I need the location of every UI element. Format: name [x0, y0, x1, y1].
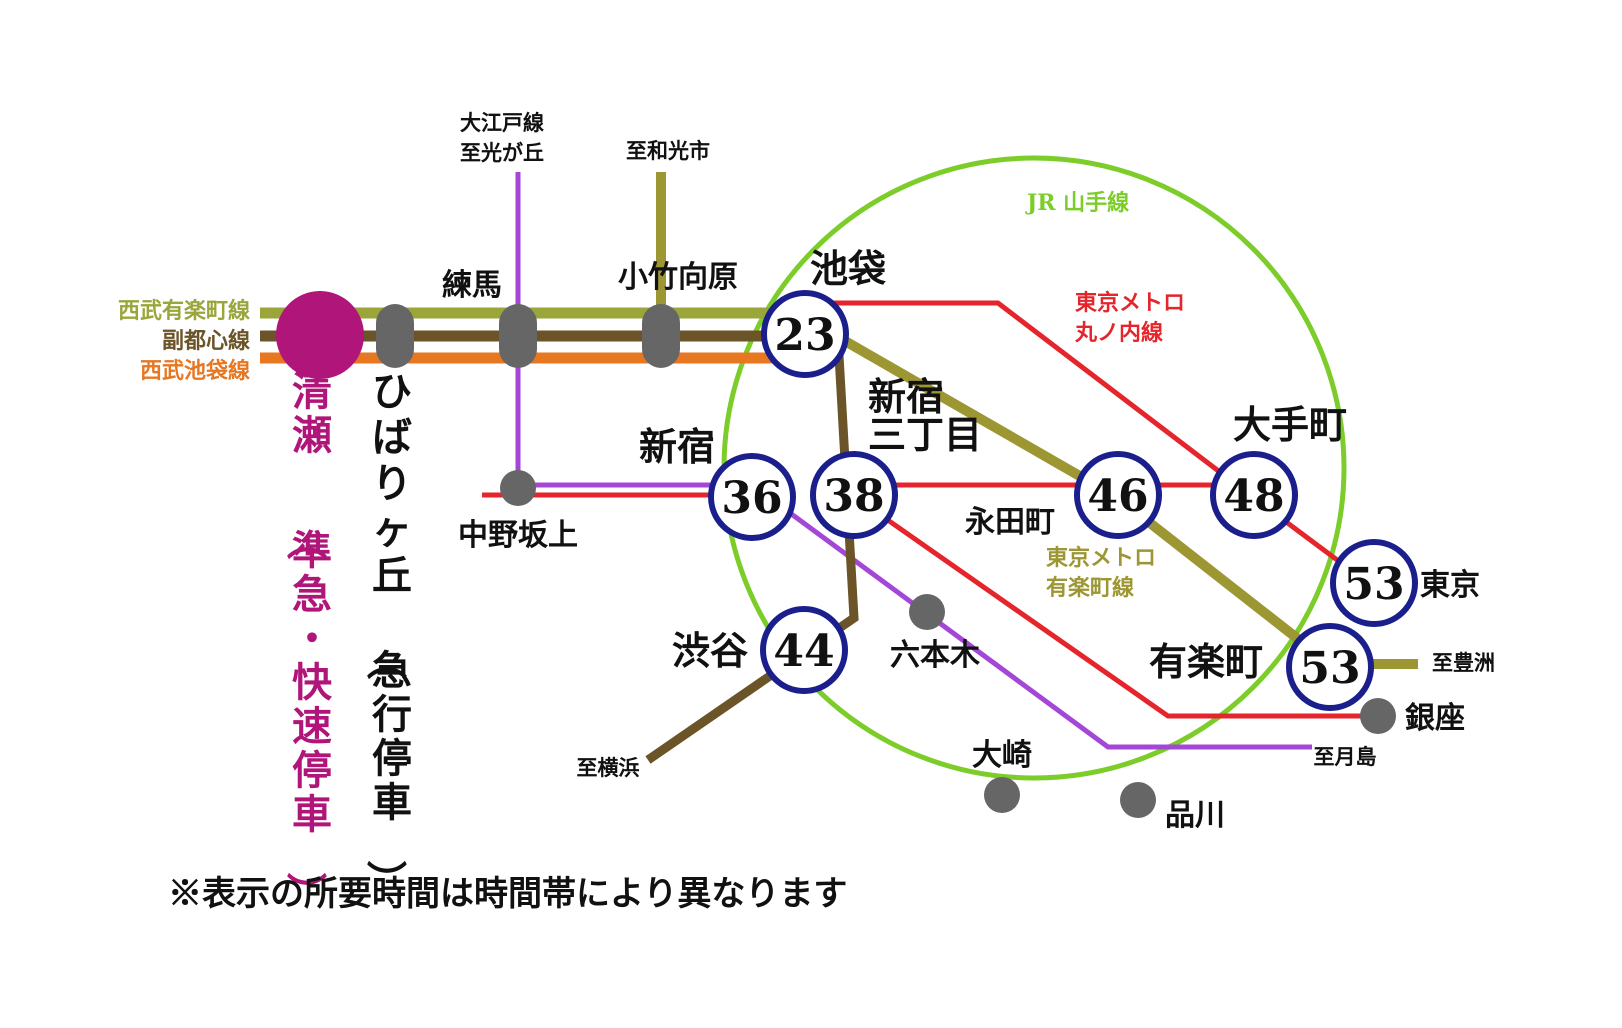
nakanosakaue-name: 中野坂上 — [458, 518, 578, 553]
tokyo-minutes: 53 — [1343, 559, 1404, 610]
shinjuku-name: 新宿 — [639, 424, 715, 469]
wakoshi-label: 至和光市 — [626, 138, 710, 163]
seibu-yurakucho-label: 西武有楽町線 — [118, 298, 250, 324]
shinagawa-station-marker — [1120, 782, 1156, 818]
yamanote-label: JR 山手線 — [1025, 190, 1129, 216]
yurakucho-name: 有楽町 — [1149, 639, 1263, 684]
roppongi-station-marker — [909, 594, 945, 630]
marunouchi-line-east — [805, 300, 1366, 583]
roppongi-name: 六本木 — [890, 638, 980, 673]
shibuya-name: 渋谷 — [672, 628, 748, 673]
yurakucho-line-label: 東京メトロ有楽町線 — [1046, 545, 1156, 601]
footnote: ※表示の所要時間は時間帯により異なります — [168, 874, 847, 914]
nagatacho-station: 46 — [1074, 451, 1162, 539]
shibuya-minutes: 44 — [773, 626, 834, 677]
nerima-name: 練馬 — [442, 268, 502, 303]
yurakucho-line — [802, 313, 1418, 669]
hibarigaoka-note: （急行停車） — [362, 640, 412, 900]
kotakemukaihara-name: 小竹向原 — [618, 260, 738, 295]
otemachi-station: 48 — [1210, 451, 1298, 539]
marunouchi-label: 東京メトロ丸ノ内線 — [1074, 290, 1185, 346]
nagatacho-minutes: 46 — [1087, 471, 1148, 522]
toyosu-label: 至豊洲 — [1432, 650, 1495, 675]
kiyose-station-marker — [276, 291, 364, 379]
ikebukuro-station: 23 — [761, 290, 849, 378]
kiyose-name: 清瀬 — [292, 368, 332, 459]
shinjuku-station: 36 — [708, 453, 796, 541]
nerima-station-marker — [499, 304, 537, 368]
seibu-ikebukuro-label: 西武池袋線 — [140, 358, 250, 384]
shibuya-station: 44 — [760, 606, 848, 694]
ginza-name: 銀座 — [1405, 701, 1465, 736]
osaki-name: 大崎 — [972, 738, 1032, 773]
shinagawa-name: 品川 — [1165, 798, 1225, 833]
shinjuku-sanchome-minutes: 38 — [823, 471, 884, 522]
tokyo-station: 53 — [1330, 539, 1418, 627]
yokohama-label: 至横浜 — [577, 755, 640, 780]
nagatacho-name: 永田町 — [965, 505, 1055, 540]
otemachi-minutes: 48 — [1223, 471, 1284, 522]
fukutoshin-line-south — [645, 337, 859, 764]
hibarigaoka-station-marker — [376, 304, 414, 368]
hibarigaoka-name: ひばりヶ丘 — [372, 368, 412, 599]
ginza-station-marker — [1360, 698, 1396, 734]
shinjuku-minutes: 36 — [721, 473, 782, 524]
tsukishima-label: 至月島 — [1314, 744, 1377, 769]
kiyose-note: （準急・快速停車） — [282, 520, 333, 912]
marunouchi-line-south — [850, 492, 1378, 719]
fukutoshin-label: 副都心線 — [162, 328, 250, 354]
tokyo-name: 東京 — [1420, 568, 1480, 603]
osaki-station-marker — [984, 777, 1020, 813]
yurakucho-station: 53 — [1286, 623, 1374, 711]
nakanosakaue-station-marker — [500, 470, 536, 506]
otemachi-name: 大手町 — [1233, 402, 1347, 447]
shinjuku-sanchome-station: 38 — [810, 451, 898, 539]
ikebukuro-name: 池袋 — [810, 246, 886, 291]
yurakucho-minutes: 53 — [1299, 643, 1360, 694]
shinjuku-sanchome-name: 新宿三丁目 — [868, 374, 982, 457]
ikebukuro-minutes: 23 — [774, 310, 835, 361]
oedo-label: 大江戸線至光が丘 — [460, 110, 544, 165]
kotakemukaihara-station-marker — [642, 304, 680, 368]
